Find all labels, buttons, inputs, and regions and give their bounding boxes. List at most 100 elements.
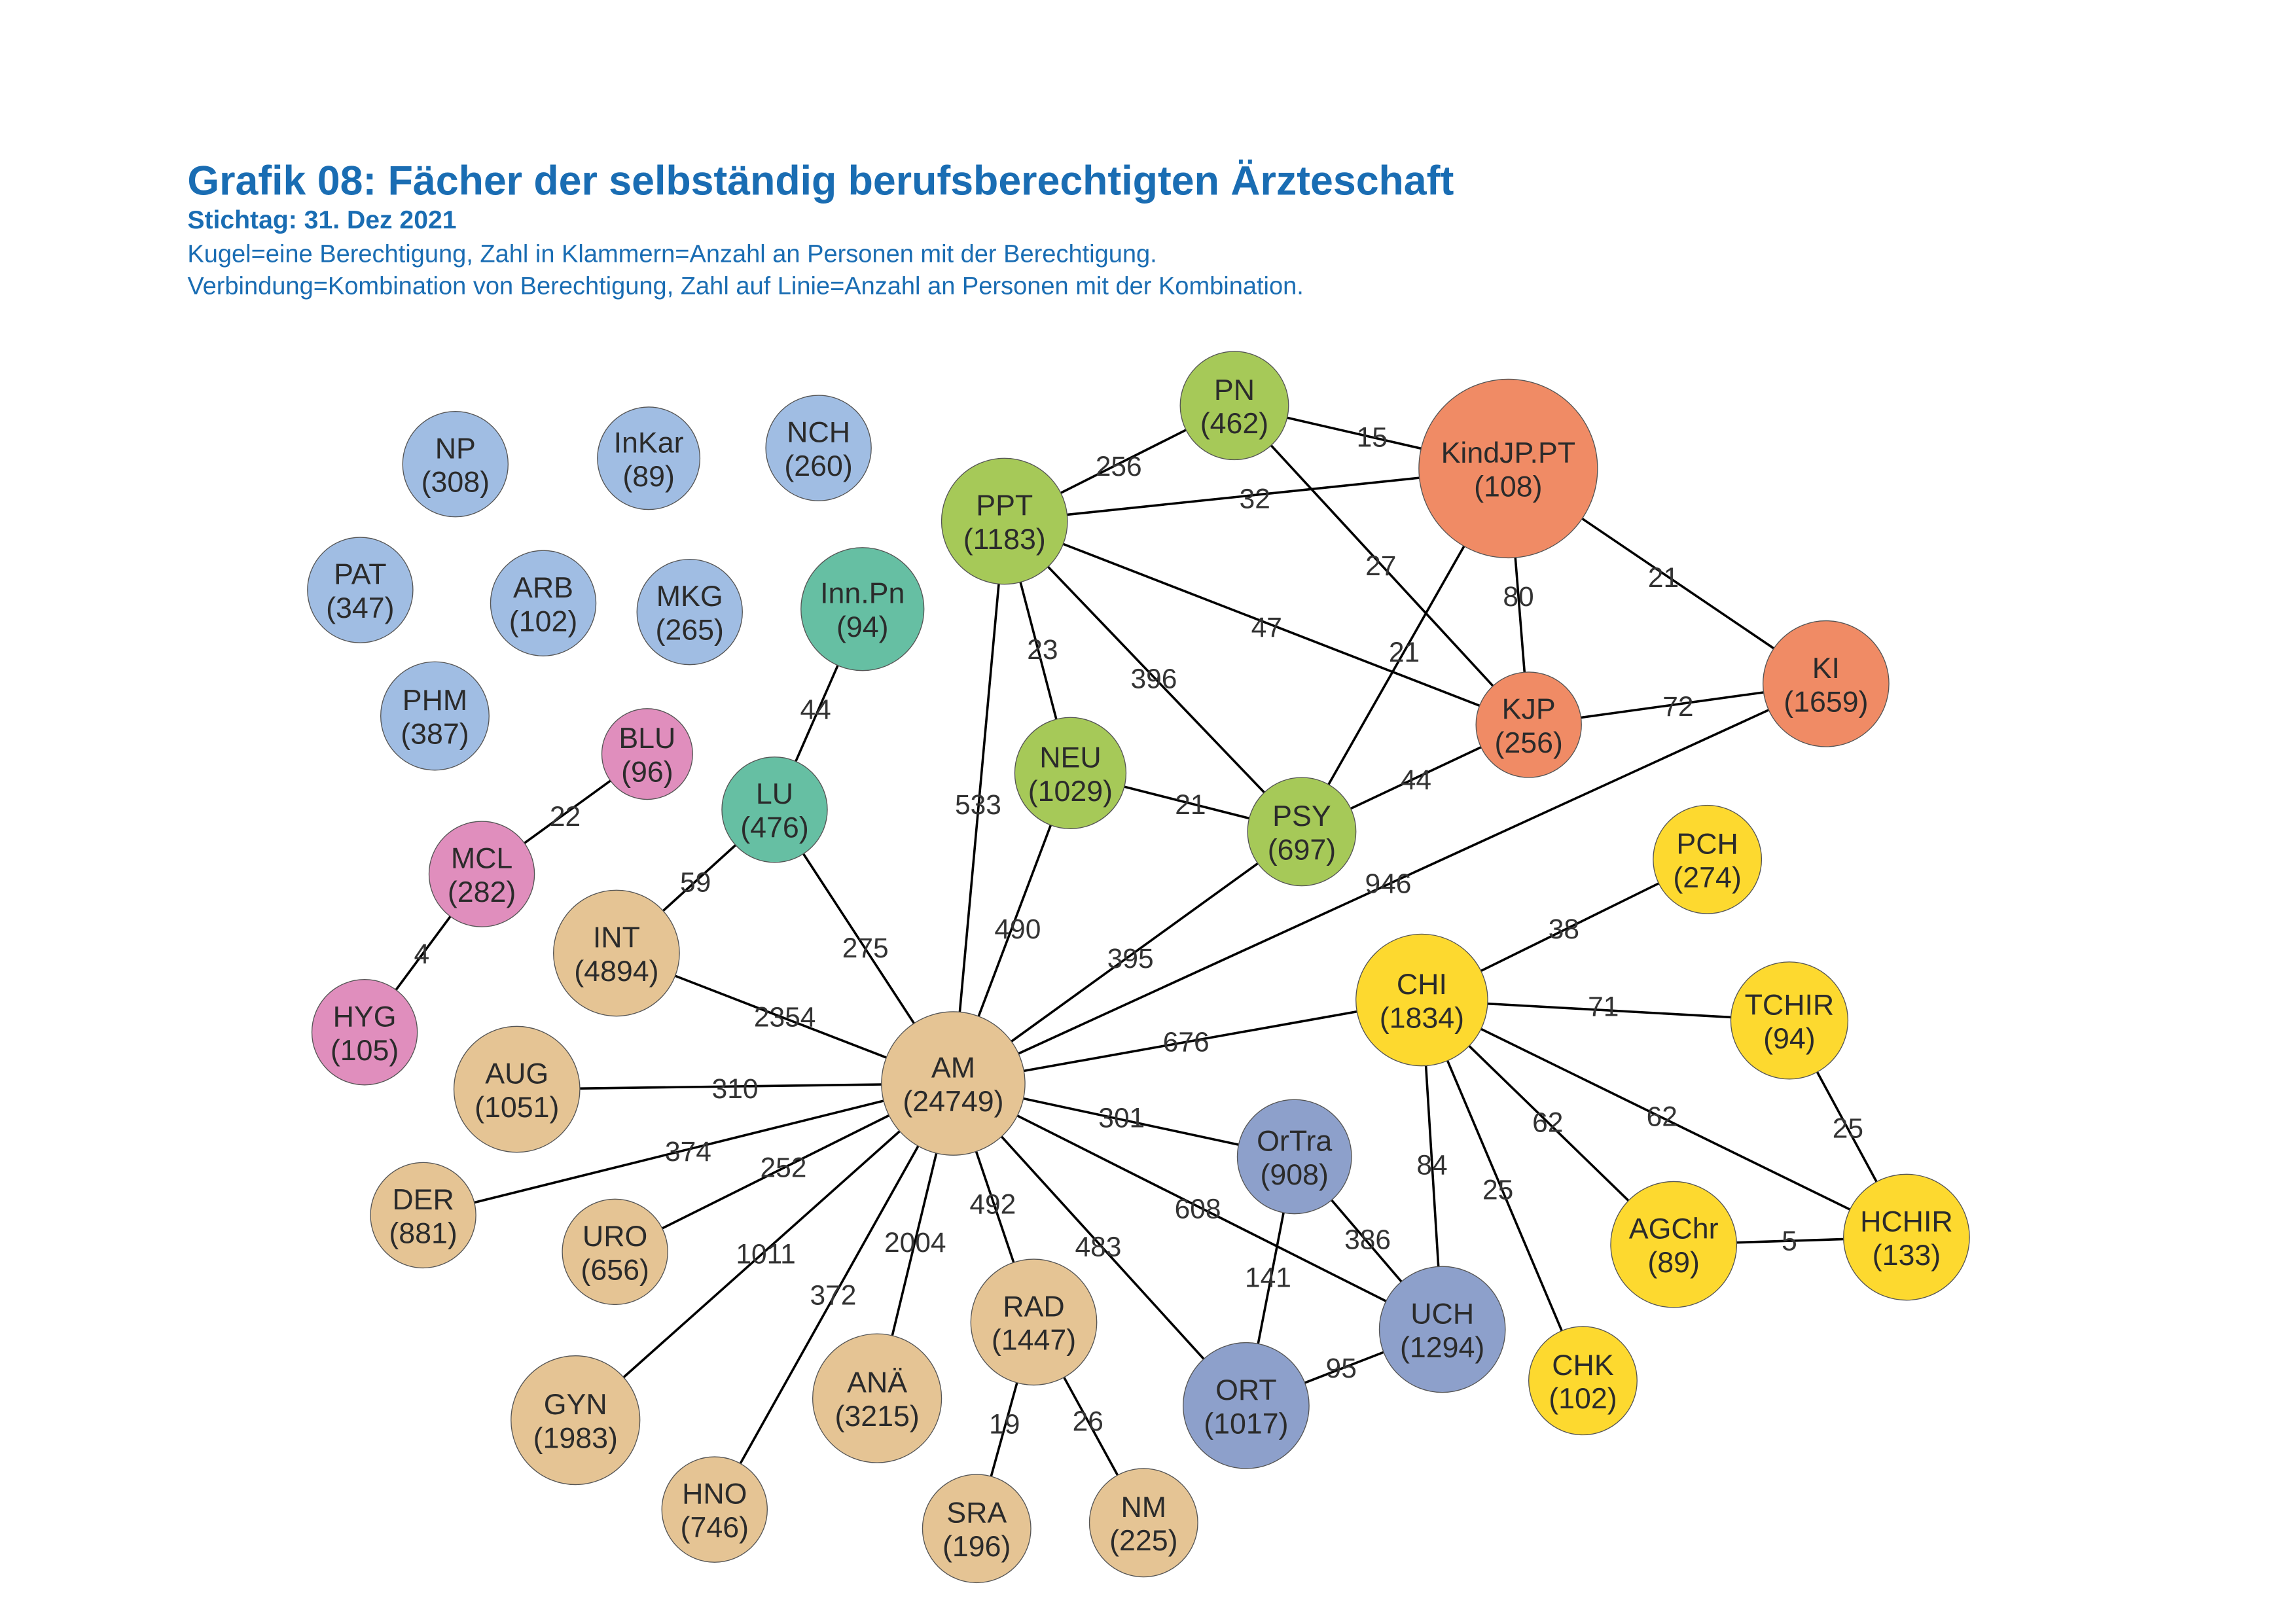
node-count: (282) (448, 876, 516, 908)
node-name: NP (435, 432, 476, 465)
edge-label: 310 (712, 1074, 759, 1105)
node-count: (274) (1673, 861, 1741, 894)
node-sra: SRA(196) (922, 1474, 1031, 1584)
node-np: NP(308) (402, 411, 509, 518)
edge-label: 5 (1782, 1226, 1797, 1257)
node-mcl: MCL(282) (428, 821, 535, 927)
node-uro: URO(656) (562, 1198, 668, 1306)
node-pat: PAT(347) (307, 537, 414, 643)
node-circle (601, 708, 693, 800)
edge-label: 25 (1833, 1113, 1863, 1144)
node-circle (370, 1162, 476, 1269)
node-count: (89) (1647, 1246, 1700, 1279)
node-count: (697) (1268, 833, 1336, 866)
node-circle (402, 411, 509, 518)
legend-line-edges: Verbindung=Kombination von Berechtigung,… (187, 273, 1304, 300)
node-circle (1653, 804, 1763, 914)
node-name: CHK (1552, 1349, 1614, 1382)
node-name: HYG (333, 1000, 397, 1033)
node-name: NCH (787, 416, 850, 449)
node-circle (970, 1258, 1098, 1386)
node-circle (1183, 1342, 1310, 1469)
node-count: (225) (1109, 1524, 1177, 1557)
node-count: (256) (1494, 726, 1562, 759)
node-count: (3215) (834, 1400, 919, 1433)
edge-label: 44 (800, 694, 831, 725)
node-circle (1378, 1266, 1506, 1393)
node-nm: NM(225) (1088, 1468, 1198, 1578)
node-name: MCL (451, 842, 512, 875)
node-pn: PN(462) (1179, 351, 1289, 461)
node-name: KJP (1502, 692, 1556, 725)
node-name: GYN (544, 1388, 607, 1421)
node-circle (490, 550, 597, 656)
edge-label: 676 (1163, 1027, 1210, 1058)
node-circle (881, 1011, 1026, 1156)
node-circle (1843, 1173, 1970, 1301)
edge-label: 47 (1251, 613, 1282, 643)
node-count: (102) (1549, 1382, 1617, 1415)
node-circle (1762, 620, 1890, 747)
node-name: RAD (1003, 1290, 1064, 1323)
node-count: (89) (622, 460, 675, 493)
edge-label: 372 (810, 1280, 857, 1311)
node-int: INT(4894) (553, 889, 680, 1017)
edge-chi-chk (1420, 999, 1585, 1382)
node-count: (1834) (1380, 1002, 1464, 1035)
node-count: (347) (326, 592, 394, 624)
node-name: PCH (1676, 827, 1738, 860)
edge-label: 38 (1549, 914, 1579, 945)
node-nch: NCH(260) (765, 395, 872, 501)
node-circle (1475, 671, 1582, 778)
node-circle (1418, 378, 1598, 559)
node-name: KindJP.PT (1441, 437, 1576, 469)
node-circle (800, 547, 925, 671)
node-name: HNO (682, 1478, 747, 1510)
node-count: (1183) (963, 523, 1046, 556)
node-name: SRA (946, 1497, 1007, 1529)
edge-ort-am (952, 1082, 1247, 1406)
node-circle (1730, 961, 1849, 1080)
node-name: MKG (656, 580, 723, 613)
node-count: (96) (621, 756, 673, 789)
edge-label: 44 (1401, 765, 1431, 796)
edge-label: 396 (1130, 664, 1177, 695)
edge-label: 22 (550, 802, 581, 832)
edge-label: 19 (989, 1409, 1020, 1440)
edge-label: 62 (1647, 1101, 1677, 1132)
node-count: (1983) (533, 1422, 618, 1455)
node-ki: KI(1659) (1762, 620, 1890, 747)
edge-aug-am (516, 1082, 954, 1091)
node-chi: CHI(1834) (1355, 933, 1488, 1067)
node-count: (746) (681, 1511, 749, 1544)
node-circle (511, 1355, 641, 1486)
node-chk: CHK(102) (1528, 1326, 1638, 1436)
edge-label: 15 (1357, 422, 1388, 453)
edge-der-am (423, 1082, 954, 1217)
node-name: AM (931, 1052, 975, 1084)
node-count: (196) (942, 1530, 1011, 1563)
edge-label: 62 (1532, 1107, 1563, 1138)
node-circle (1179, 351, 1289, 461)
edge-pn-kjp (1233, 404, 1530, 726)
node-phm: PHM(387) (380, 661, 490, 771)
edge-label: 25 (1482, 1175, 1513, 1205)
node-name: OrTra (1257, 1124, 1332, 1157)
node-psy: PSY(697) (1247, 777, 1357, 887)
node-circle (553, 889, 680, 1017)
edge-label: 72 (1662, 692, 1693, 722)
node-name: CHI (1397, 968, 1447, 1001)
node-circle (1528, 1326, 1638, 1436)
node-agchr: AGChr(89) (1610, 1181, 1738, 1308)
node-mkg: MKG(265) (636, 558, 743, 666)
edge-label: 84 (1416, 1150, 1447, 1181)
edge-gyn-am (575, 1082, 954, 1421)
node-circle (597, 406, 701, 510)
node-count: (1659) (1784, 685, 1868, 718)
node-name: ARB (513, 571, 573, 604)
node-name: TCHIR (1745, 988, 1835, 1021)
node-circle (1610, 1181, 1738, 1308)
node-aug: AUG(1051) (453, 1026, 581, 1153)
node-count: (102) (509, 605, 577, 637)
node-count: (881) (389, 1217, 457, 1249)
